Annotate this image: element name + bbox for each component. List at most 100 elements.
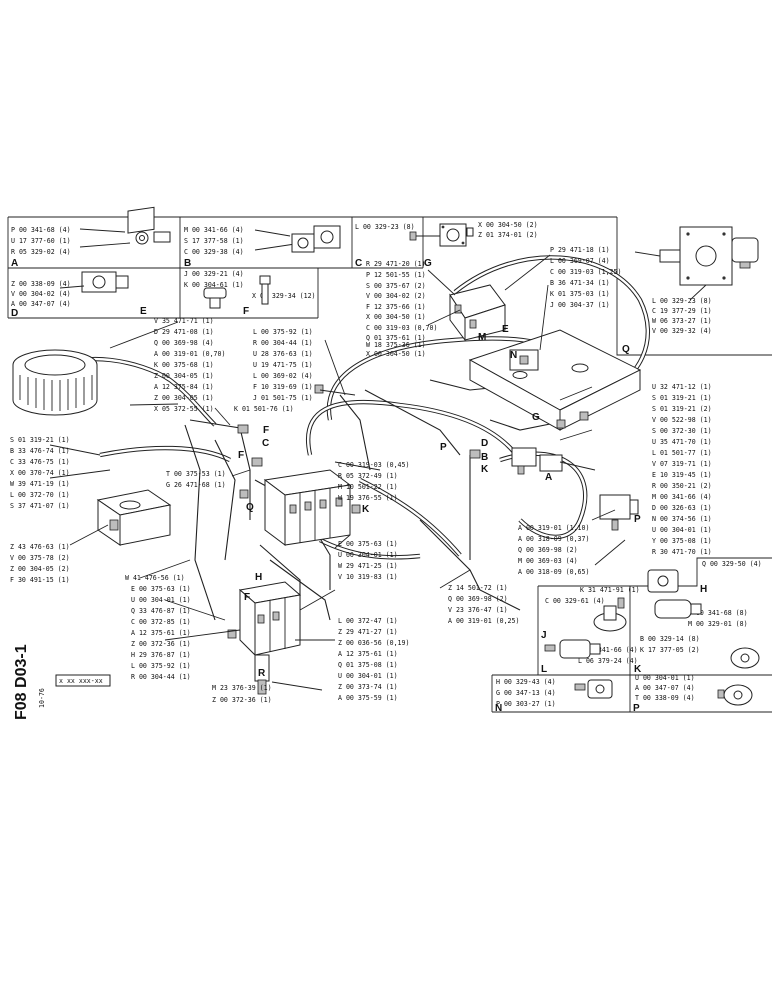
callout: X 00 304-50 (1) — [366, 350, 426, 358]
part-letter-p2: P — [634, 514, 641, 525]
callout: Y 00 375-08 (1) — [652, 537, 712, 545]
ref-box — [55, 674, 111, 687]
box-n-line-1: H 00 329-43 (4) — [496, 678, 556, 686]
callouts-left-lower: Z 43 476-63 (1) V 00 375-78 (2) Z 00 304… — [10, 543, 70, 584]
box-a-line-1: P 00 341-68 (4) — [11, 226, 71, 234]
elbow-fitting-icon — [203, 275, 271, 309]
callout: V 35 471-71 (1) — [154, 317, 214, 325]
callout: W 41 476-56 (1) — [125, 574, 185, 582]
box-n-line-2: G 00 347-13 (4) — [496, 689, 556, 697]
callout: W 29 471-25 (1) — [338, 562, 398, 570]
callout: R 30 471-70 (1) — [652, 548, 712, 556]
oil-cooler — [12, 349, 98, 416]
detail-box-grid-top — [7, 216, 560, 319]
callout: R 05 372-49 (1) — [338, 472, 398, 480]
valve-block-p — [599, 494, 639, 531]
detail-box-k: B 00 329-14 (8) K 17 377-05 (2) K — [634, 635, 760, 675]
callout: A 00 319-01 (0,25) — [448, 617, 519, 625]
callout: C 33 476-75 (1) — [10, 458, 70, 466]
part-letter-f-mid: F — [238, 450, 244, 461]
lift-cylinder-fitting — [254, 654, 270, 695]
part-letter-p: P — [440, 442, 447, 453]
box-q-letter: Q — [622, 344, 630, 355]
part-letter-a: A — [545, 472, 552, 483]
callout: R 00 304-44 (1) — [253, 339, 313, 347]
callout: J 00 304-37 (1) — [550, 301, 610, 309]
box-d-line-1: Z 00 338-09 (4) — [11, 280, 71, 288]
callout: K 01 375-03 (1) — [550, 290, 610, 298]
manifold-block-icon — [634, 226, 759, 301]
callouts-center-c: C 00 319-03 (0,45) R 05 372-49 (1) M 10 … — [338, 461, 409, 502]
box-d-letter-d: D — [11, 308, 18, 319]
box-j-letter: J — [541, 630, 547, 641]
callout: A 00 318-09 (0,65) — [518, 568, 589, 576]
callout: V 00 522-98 (1) — [652, 416, 712, 424]
valve-block-m — [449, 284, 506, 342]
motor-fitting-icon — [544, 639, 601, 659]
part-letter-labels: M N G E D B P K A C F F Q K H F R P — [238, 324, 641, 679]
callout: S 00 375-67 (2) — [366, 282, 426, 290]
part-letter-q: Q — [246, 502, 254, 513]
callout: L 00 375-92 (1) — [253, 328, 313, 336]
box-j-line-1: C 00 329-61 (4) — [545, 597, 605, 605]
callout: F 10 319-69 (1) — [253, 383, 313, 391]
box-c-line-1: L 00 329-23 (8) — [355, 223, 415, 231]
sheet-date: 10-76 — [38, 688, 46, 708]
box-k-line-1: B 00 329-14 (8) — [640, 635, 700, 643]
box-f-line-2: K 00 304-61 (1) — [184, 281, 244, 289]
callout: Q 00 369-98 (2) — [448, 595, 508, 603]
flange-fitting-icon — [79, 206, 171, 248]
part-letter-f-low: F — [244, 592, 250, 603]
callout: U 28 376-63 (1) — [253, 350, 313, 358]
detail-box-l: M 00 341-66 (4) L 06 379-24 (4) L — [541, 639, 638, 675]
callouts-top-center: V 35 471-71 (1) D 29 471-08 (1) Q 00 369… — [154, 317, 294, 413]
box-b-line-1: M 00 341-66 (4) — [184, 226, 244, 234]
callout: V 23 376-47 (1) — [448, 606, 508, 614]
box-p-line-2: A 00 347-07 (4) — [635, 684, 695, 692]
callout: Q 33 476-87 (1) — [131, 607, 191, 615]
callout: Z 14 501-72 (1) — [448, 584, 508, 592]
valve-block-n — [509, 349, 539, 371]
callouts-mid-center: L 00 375-92 (1) R 00 304-44 (1) U 28 376… — [253, 328, 313, 402]
callout: M 00 341-66 (4) — [652, 493, 712, 501]
callout: K 00 375-68 (1) — [154, 361, 214, 369]
box-h-letter: H — [700, 584, 707, 595]
callout: A 12 375-61 (1) — [131, 629, 191, 637]
flange-fitting-icon — [574, 679, 613, 699]
callout: U 00 304-01 (1) — [652, 526, 712, 534]
flange-plate-icon — [409, 223, 467, 247]
callout: Z 00 304-05 (1) — [154, 394, 214, 402]
callouts-center-right: A 00 319-01 (1,10) A 00 318-09 (0,37) Q … — [518, 524, 589, 576]
valve-block-k — [511, 447, 537, 475]
callout: B 36 471-34 (1) — [550, 279, 610, 287]
part-letter-k2: K — [362, 504, 370, 515]
callout: W 19 376-55 (1) — [338, 494, 398, 502]
detail-box-b: M 00 341-66 (4) S 17 377-58 (1) C 00 329… — [184, 225, 341, 269]
callout: C 00 319-03 (0,70) — [366, 324, 437, 332]
callout: E 10 319-45 (1) — [652, 471, 712, 479]
box-a-letter: A — [11, 258, 18, 269]
callout: F 12 375-66 (1) — [366, 303, 426, 311]
callout: C 00 319-03 (1,25) — [550, 268, 621, 276]
callout: M 23 376-39 (1) — [212, 684, 272, 692]
sheet-code: F08 D03-1 — [13, 644, 30, 720]
box-c-letter: C — [355, 258, 362, 269]
callout: V 07 319-71 (1) — [652, 460, 712, 468]
detail-box-f: J 00 329-21 (4) K 00 304-61 (1) X 00 329… — [184, 270, 316, 317]
callout: Z 43 476-63 (1) — [10, 543, 70, 551]
callouts-bottom-pair: M 23 376-39 (1) Z 00 372-36 (1) — [212, 684, 272, 704]
box-d-letter-e: E — [140, 306, 147, 317]
part-letter-n: N — [510, 350, 517, 361]
callout: H 29 376-87 (1) — [131, 651, 191, 659]
callout: Q 01 375-61 (1) — [366, 334, 426, 342]
callout: Z 00 304-05 (1) — [154, 372, 214, 380]
callouts-center-t: T 00 375-53 (1) G 26 471-68 (1) — [166, 470, 226, 489]
callout: X 05 372-55 (1) — [154, 405, 214, 413]
callouts-right: U 32 471-12 (1) S 01 319-21 (1) S 01 319… — [652, 383, 712, 556]
callout: K 31 471-91 (1) — [580, 586, 640, 594]
box-f-line-3: X 00 329-34 (12) — [252, 292, 316, 300]
part-letter-b: B — [481, 452, 488, 463]
callouts-center-e: E 00 375-63 (1) U 00 304-01 (1) W 29 471… — [338, 540, 398, 581]
box-p-letter: P — [633, 703, 640, 714]
callouts-bottom-left: W 41 476-56 (1) E 00 375-63 (1) U 00 304… — [125, 574, 191, 681]
